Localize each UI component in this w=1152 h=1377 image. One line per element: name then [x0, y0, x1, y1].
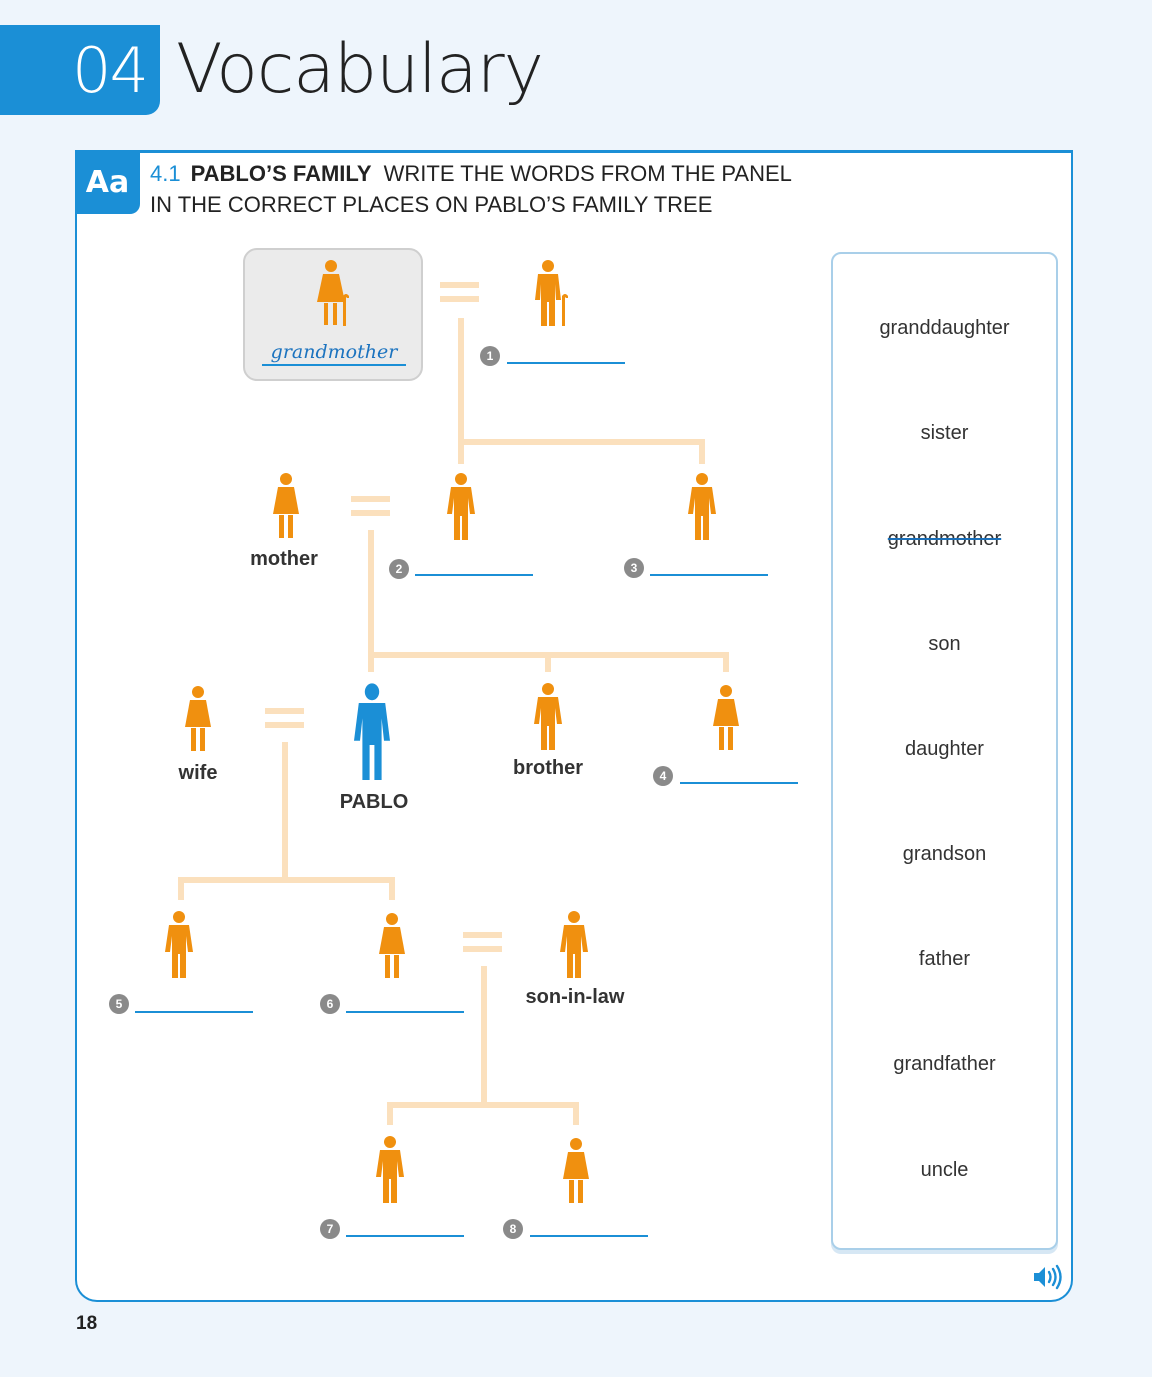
blank-number-1: 1: [480, 346, 500, 366]
uncle-figure: [682, 470, 722, 540]
blank-number-4: 4: [653, 766, 673, 786]
unit-title: Vocabulary: [176, 30, 544, 109]
exercise-title: PABLO’S FAMILY: [190, 161, 372, 186]
father-figure: [441, 470, 481, 540]
label-pablo: PABLO: [339, 791, 409, 813]
grandson-figure: [370, 1133, 410, 1203]
panel-word-uncle[interactable]: uncle: [920, 1159, 969, 1181]
panel-word-son[interactable]: son: [928, 633, 961, 655]
answer-input-4[interactable]: [680, 782, 798, 784]
answer-input-2[interactable]: [415, 574, 533, 576]
blank-number-5: 5: [109, 994, 129, 1014]
label-brother: brother: [513, 757, 583, 779]
son-figure: [159, 908, 199, 978]
sister-figure: [706, 682, 746, 752]
word-panel: [831, 252, 1058, 1250]
grandfather-figure: [530, 258, 570, 328]
panel-word-grandfather[interactable]: grandfather: [893, 1053, 996, 1075]
blank-number-2: 2: [389, 559, 409, 579]
label-mother: mother: [250, 548, 318, 570]
mother-figure: [266, 470, 306, 540]
unit-number: 04: [72, 34, 149, 107]
granddaughter-figure: [556, 1135, 596, 1205]
panel-word-sister[interactable]: sister: [920, 422, 969, 444]
blank-number-6: 6: [320, 994, 340, 1014]
panel-word-grandson[interactable]: grandson: [902, 843, 987, 865]
instruction-line-2: IN THE CORRECT PLACES ON PABLO’S FAMILY …: [150, 192, 713, 217]
answer-input-3[interactable]: [650, 574, 768, 576]
blank-number-7: 7: [320, 1219, 340, 1239]
page-number: 18: [76, 1313, 98, 1334]
exercise-instructions: 4.1 PABLO’S FAMILY WRITE THE WORDS FROM T…: [150, 158, 850, 220]
panel-word-father[interactable]: father: [918, 948, 971, 970]
grandmother-figure: [313, 258, 353, 328]
son-in-law-figure: [554, 908, 594, 978]
speaker-icon[interactable]: [1032, 1264, 1062, 1290]
brother-figure: [528, 680, 568, 750]
exercise-number: 4.1: [150, 161, 181, 186]
answer-input-7[interactable]: [346, 1235, 464, 1237]
example-answer: grandmother: [262, 340, 406, 366]
label-wife: wife: [178, 762, 218, 784]
answer-input-1[interactable]: [507, 362, 625, 364]
blank-number-3: 3: [624, 558, 644, 578]
answer-input-8[interactable]: [530, 1235, 648, 1237]
label-son-in-law: son-in-law: [525, 986, 625, 1008]
vocabulary-badge: Aa: [75, 150, 140, 214]
instruction-line-1: WRITE THE WORDS FROM THE PANEL: [383, 161, 792, 186]
answer-input-5[interactable]: [135, 1011, 253, 1013]
pablo-figure: [348, 682, 396, 780]
panel-word-grandmother[interactable]: grandmother: [887, 528, 1002, 550]
unit-tab: [0, 25, 160, 115]
wife-figure: [178, 683, 218, 753]
daughter-figure: [372, 910, 412, 980]
answer-input-6[interactable]: [346, 1011, 464, 1013]
panel-word-granddaughter[interactable]: granddaughter: [879, 317, 1010, 339]
panel-word-daughter[interactable]: daughter: [905, 738, 984, 760]
blank-number-8: 8: [503, 1219, 523, 1239]
